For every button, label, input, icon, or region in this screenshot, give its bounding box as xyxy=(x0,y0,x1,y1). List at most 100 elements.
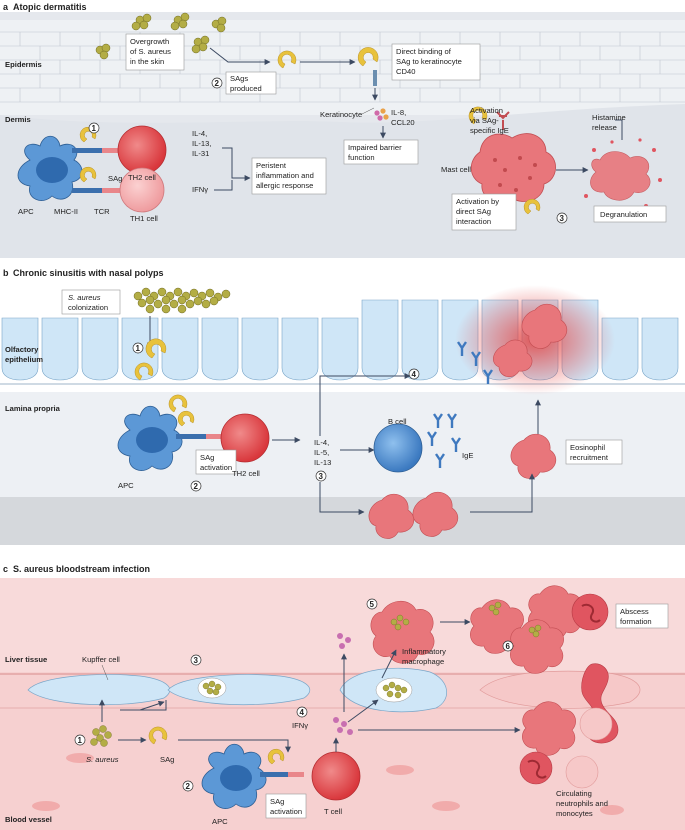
s-aureus-clusters xyxy=(95,12,227,60)
panel-b: b Chronic sinusitis with nasal polyps xyxy=(0,268,685,550)
persistent-box: Peristent inflammation and allergic resp… xyxy=(251,157,327,195)
arrow-a-overgrowth xyxy=(209,47,271,65)
overgrowth-box: Overgrowth of S. aureus in the skin xyxy=(125,33,185,71)
panel-c-letter: c xyxy=(3,564,8,574)
blood-label: Blood vessel xyxy=(5,815,52,824)
ifng-dots xyxy=(333,633,353,735)
step-b-3 xyxy=(315,470,327,482)
step-a-3-num: 3 xyxy=(560,214,565,223)
sag-activation-box-c: SAg activation xyxy=(265,793,307,819)
activation-direct-line-2: direct SAg xyxy=(456,207,491,216)
sag-shape xyxy=(277,50,297,69)
sags-produced-line-2: produced xyxy=(230,84,262,93)
histamine-line-2: release xyxy=(592,123,617,132)
activation-direct-line-1: Activation by xyxy=(456,197,499,206)
liver-label: Liver tissue xyxy=(5,655,47,664)
step-b-1 xyxy=(132,342,144,354)
step-c-4 xyxy=(296,706,308,718)
epidermis-label: Epidermis xyxy=(5,60,42,69)
persistent-line-2: inflammation and xyxy=(256,171,314,180)
direct-binding-line-1: Direct binding of xyxy=(396,47,452,56)
step-a-2 xyxy=(211,77,223,89)
step-c-1 xyxy=(74,734,86,746)
panel-a-letter: a xyxy=(3,2,9,12)
b-cytokine-3: IL-13 xyxy=(314,458,331,467)
panel-c-title: S. aureus bloodstream infection xyxy=(13,564,150,574)
abscess-cluster xyxy=(470,585,582,674)
cd40-receptor xyxy=(373,70,377,86)
tcr-label: TCR xyxy=(94,207,110,216)
direct-binding-line-2: SAg to keratinocyte xyxy=(396,57,462,66)
abscess-line-1: Abscess xyxy=(620,607,649,616)
sag-activation-b-line-2: activation xyxy=(200,463,232,472)
olfactory-line-1: Olfactory xyxy=(5,345,39,354)
apc-label-a: APC xyxy=(18,207,34,216)
step-c-3-num: 3 xyxy=(194,656,199,665)
eosinophils-lamina xyxy=(368,433,557,539)
overgrowth-line-1: Overgrowth xyxy=(130,37,169,46)
sag-bound-shape xyxy=(357,47,379,67)
colonization-box: S. aureus colonization xyxy=(61,289,121,315)
persistent-line-1: Peristent xyxy=(256,161,287,170)
sag-activation-c-line-1: SAg xyxy=(270,797,284,806)
step-b-2 xyxy=(190,480,202,492)
sag-activation-c-line-2: activation xyxy=(270,807,302,816)
il8-dots xyxy=(374,108,389,121)
kupffer-cell-1 xyxy=(27,674,170,706)
keratinocyte-label: Keratinocyte xyxy=(320,110,362,119)
th2-cytokine-3: IL-31 xyxy=(192,149,209,158)
th1-label-a: TH1 cell xyxy=(130,214,158,223)
direct-binding-line-3: CD40 xyxy=(396,67,415,76)
activation-ige-box: Activation via SAg- specific IgE xyxy=(470,106,509,135)
apc-label-c: APC xyxy=(212,817,228,826)
step-c-6 xyxy=(502,640,514,652)
sag-activation-b-line-1: SAg xyxy=(200,453,214,462)
bcell-label: B cell xyxy=(388,417,407,426)
th1-cell-a xyxy=(119,167,165,213)
panel-b-letter: b xyxy=(3,268,9,278)
degranulation-box: Degranulation xyxy=(593,205,667,223)
colonization-line-1: S. aureus xyxy=(68,293,101,302)
il8-line-2: CCL20 xyxy=(391,118,415,127)
circulating-cells xyxy=(519,701,613,789)
th2-cell-a xyxy=(117,125,167,175)
neutrophil-abscess xyxy=(571,593,609,631)
step-c-2 xyxy=(182,780,194,792)
persistent-line-3: allergic response xyxy=(256,181,313,190)
panel-c: c S. aureus bloodstream infection Liver … xyxy=(0,564,685,830)
b-cell xyxy=(373,423,423,473)
inflammatory-line-1: Inflammatory xyxy=(402,647,446,656)
th2-cytokine-2: IL-13, xyxy=(192,139,211,148)
ige-antibodies-epithelium xyxy=(457,341,493,384)
abscess-box: Abscess formation xyxy=(615,603,669,629)
panel-a-title: Atopic dermatitis xyxy=(13,2,87,12)
activation-ige-line-3: specific IgE xyxy=(470,126,509,135)
apc-cell-b xyxy=(117,405,183,471)
step-a-1 xyxy=(88,122,100,134)
step-c-3 xyxy=(190,654,202,666)
circulating-line-1: Circulating xyxy=(556,789,592,798)
b-cytokine-1: IL-4, xyxy=(314,438,329,447)
th2-cytokine-1: IL-4, xyxy=(192,129,207,138)
lamina-label: Lamina propria xyxy=(5,404,61,413)
eosinophils-epithelium xyxy=(493,303,568,378)
panel-a: a Atopic dermatitis Epidermis Dermis Ove… xyxy=(0,2,685,258)
overgrowth-line-2: of S. aureus xyxy=(130,47,171,56)
ige-label: IgE xyxy=(462,451,473,460)
step-b-4-num: 4 xyxy=(412,370,417,379)
direct-binding-box: Direct binding of SAg to keratinocyte CD… xyxy=(391,43,481,81)
colonization-line-2: colonization xyxy=(68,303,108,312)
eosinophil-box: Eosinophil recruitment xyxy=(565,439,623,465)
ifng-label-c: IFNγ xyxy=(292,721,308,730)
sags-produced-line-1: SAgs xyxy=(230,74,248,83)
circulating-line-2: neutrophils and xyxy=(556,799,608,808)
mast-cell xyxy=(470,133,556,203)
s-aureus-colony xyxy=(133,287,231,314)
apc-label-b: APC xyxy=(118,481,134,490)
circulating-line-3: monocytes xyxy=(556,809,593,818)
ifng-label-a: IFNγ xyxy=(192,185,208,194)
impaired-line-1: Impaired barrier xyxy=(348,143,402,152)
s-aureus-blood xyxy=(90,725,112,747)
ige-antibodies-lamina xyxy=(427,413,461,468)
